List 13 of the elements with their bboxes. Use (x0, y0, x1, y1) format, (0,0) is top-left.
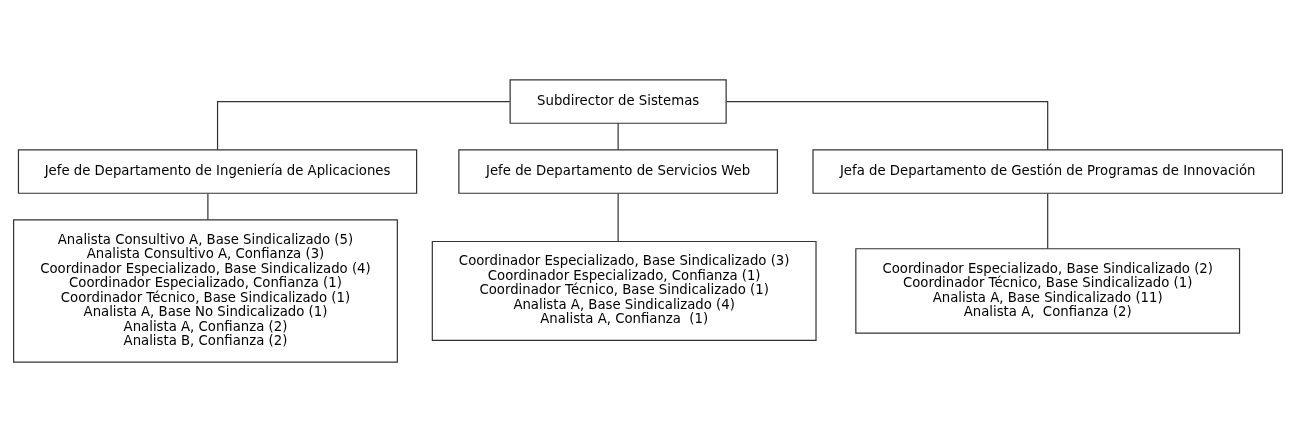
connector (725, 100, 1049, 150)
connector (216, 100, 511, 150)
connector (617, 192, 619, 242)
node-box: Jefe de Departamento de Ingeniería de Aplicaciones (17, 148, 418, 194)
node-box: Analista Consultivo A, Base Sindicalizado (5) Analista Consultivo A, Confianza (3) Coordinador Especializado, Base Sindicalizado (4) Coordinador Especializado, Confianza (1) Coordinador Técnico, Base Sindicalizado (1) Analista A, Base No Sindicalizado (1) Analista A, Confianza (2) Analista B, Confianza (2) (13, 218, 398, 363)
connector (207, 192, 209, 220)
connector (617, 122, 619, 150)
node-box: Subdirector de Sistemas (509, 78, 727, 124)
connector (1047, 192, 1049, 249)
node-box: Jefa de Departamento de Gestión de Programas de Innovación (812, 148, 1283, 194)
node-box: Jefe de Departamento de Servicios Web (458, 148, 778, 194)
node-box: Coordinador Especializado, Base Sindicalizado (3) Coordinador Especializado, Confianza (1) Coordinador Técnico, Base Sindicalizado (1) Analista A, Base Sindicalizado (4) Analista A, Confianza (1) (431, 240, 817, 341)
node-box: Coordinador Especializado, Base Sindicalizado (2) Coordinador Técnico, Base Sindicalizado (1) Analista A, Base Sindicalizado (11) Analista A, Confianza (2) (855, 247, 1241, 334)
